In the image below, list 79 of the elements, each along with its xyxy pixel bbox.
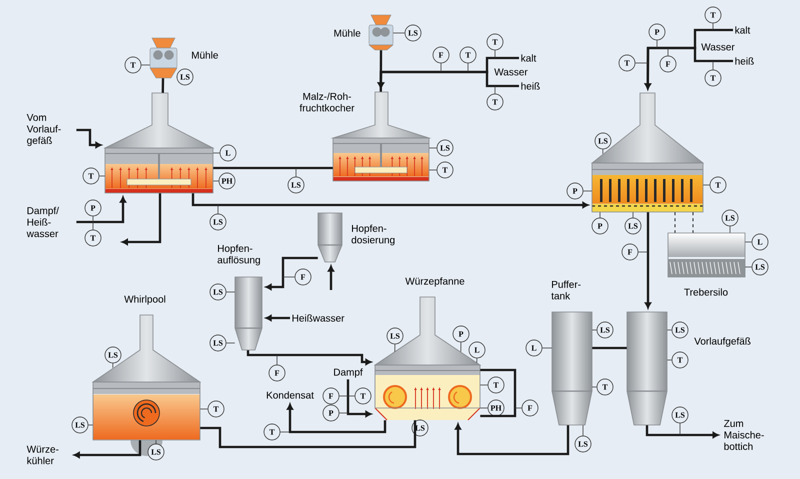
pipe-arrow — [246, 350, 372, 366]
sensor-line — [702, 184, 710, 186]
pipe — [213, 166, 333, 170]
sensor-line — [712, 60, 714, 70]
vessel-label: Mühle — [334, 29, 360, 37]
pipe — [592, 346, 627, 350]
pipe-arrow — [265, 256, 318, 290]
sensor-line — [583, 190, 592, 192]
sensor-line — [712, 23, 714, 30]
sensor-line — [582, 424, 584, 436]
vessel-drawing — [104, 148, 214, 194]
vessel-label: Mühle — [192, 51, 218, 59]
pipe-arrow — [265, 314, 290, 322]
sensor-line — [494, 50, 496, 58]
flow-label: kalt — [735, 26, 750, 34]
flow-label: Vom Vorlauf- gefäß — [26, 114, 61, 146]
pipe — [480, 368, 516, 418]
dashed-line — [674, 212, 676, 234]
pipe-arrow — [328, 265, 334, 290]
pipe-arrow — [644, 212, 652, 309]
sensor-line — [141, 64, 150, 66]
vessel-label: Hopfen- auflösung — [218, 244, 260, 266]
sensor-line — [212, 152, 220, 154]
sensor-line — [460, 342, 462, 352]
sensor-line — [212, 180, 219, 182]
flow-label: Wasser — [701, 44, 735, 50]
sensor-line — [592, 386, 597, 388]
flow-label: heiß — [735, 57, 754, 65]
pipe — [380, 50, 382, 92]
flow-label: Wasser — [494, 68, 528, 76]
sensor-line — [440, 63, 442, 72]
flow-label: Kondensat — [266, 391, 314, 399]
sensor-line — [632, 212, 634, 218]
flow-label: Dampf — [334, 368, 363, 378]
sensor-line — [88, 424, 94, 426]
sensor-line — [744, 266, 752, 268]
pipe-arrow — [76, 128, 102, 148]
sensor-line — [602, 149, 604, 154]
vessel-label: Malz-/Roh- fruchtkocher — [300, 92, 354, 112]
sensor-line — [276, 354, 278, 365]
pipe-arrow — [646, 425, 719, 438]
pipe — [200, 420, 416, 448]
flow-label: heiß — [521, 82, 540, 90]
flow-label: Zum Maische- bottich — [724, 420, 764, 450]
sensor-line — [480, 384, 488, 386]
pipe-arrow — [192, 193, 589, 208]
flow-label: Heißwasser — [292, 314, 344, 322]
vessel-label: Trebersilo — [684, 288, 728, 296]
pipe-arrow — [76, 196, 126, 224]
vessel-label: Vorlaufgefäß — [694, 337, 750, 347]
sensor-line — [92, 216, 94, 230]
sensor-line — [226, 342, 236, 344]
sensor-line — [394, 344, 396, 352]
pipe-arrow — [122, 193, 162, 246]
pipe-arrow — [454, 423, 570, 456]
pipe-arrow — [378, 70, 519, 89]
pipe-arrow — [644, 46, 733, 90]
sensor-line — [339, 412, 348, 414]
pipe — [162, 78, 164, 93]
sensor-line — [635, 62, 648, 64]
sensor-line — [282, 276, 295, 278]
vessel-drawing — [592, 162, 704, 212]
pipe-arrow — [346, 379, 372, 418]
pipe-arrow — [74, 440, 142, 458]
vessel-label: Hopfen- dosierung — [352, 224, 394, 246]
dashed-line — [692, 212, 694, 234]
sensor-line — [476, 358, 478, 364]
sensor-line — [200, 408, 208, 410]
vessel-label: Puffer- tank — [551, 280, 581, 300]
pipe-arrow — [286, 404, 386, 434]
sensor-line — [494, 86, 496, 94]
sensor-line — [112, 363, 114, 368]
vessel-label: Würzepfanne — [405, 277, 464, 287]
flow-label: Dampf/ Heiß- wasser — [26, 206, 59, 238]
vessel-label: Whirlpool — [124, 295, 166, 305]
sensor-line — [656, 40, 658, 48]
flow-label: Würze- kühler — [26, 446, 58, 464]
flow-label: kalt — [521, 54, 536, 62]
sensor-line — [392, 32, 405, 34]
